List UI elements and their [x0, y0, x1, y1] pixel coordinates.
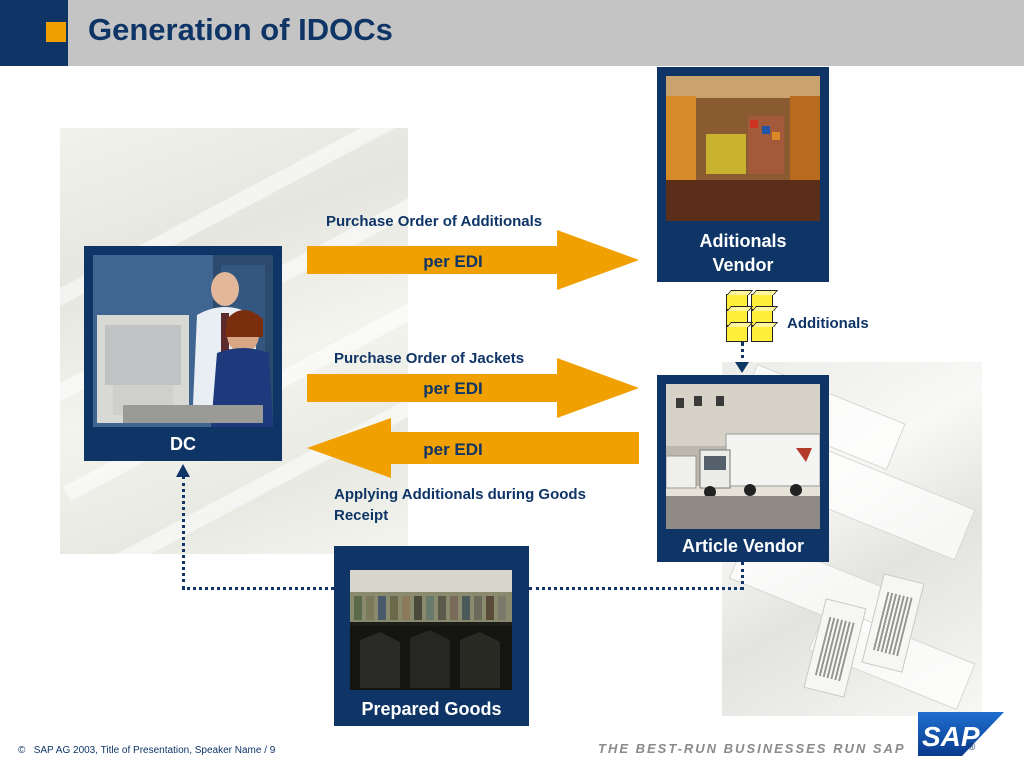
connector-article-vendor-down — [741, 562, 744, 590]
additionals-vendor-panel: Aditionals Vendor — [657, 67, 829, 282]
arrowhead-down-icon — [735, 362, 749, 373]
per-edi-label-2: per EDI — [423, 379, 483, 398]
prepared-goods-label: Prepared Goods — [361, 699, 502, 719]
slide-title: Generation of IDOCs — [88, 12, 393, 47]
connector-up-to-dc — [182, 476, 185, 589]
edi-arrow-right-additionals — [307, 230, 639, 290]
footer-copyright: © SAP AG 2003, Title of Presentation, Sp… — [18, 745, 275, 756]
clothing-rack-photo — [350, 570, 512, 690]
per-edi-label-1: per EDI — [423, 252, 483, 271]
additionals-vendor-label-line2: Vendor — [712, 255, 774, 275]
article-vendor-label: Article Vendor — [681, 536, 805, 556]
footer-slogan: THE BEST-RUN BUSINESSES RUN SAP — [598, 741, 906, 756]
additionals-label: Additionals — [787, 315, 869, 332]
sap-logo-icon: SAP — [918, 712, 1004, 756]
truck-interior-photo — [666, 76, 820, 221]
edi-arrow-right-jackets — [307, 358, 639, 418]
arrowhead-up-icon — [176, 464, 190, 477]
connector-to-prepared-goods-right — [529, 587, 743, 590]
edi-arrow-left-goods-receipt — [307, 418, 639, 478]
po-jackets-caption: Purchase Order of Jackets — [334, 350, 525, 367]
truck-depot-photo — [666, 384, 820, 529]
applying-additionals-caption-line1: Applying Additionals during Goods — [334, 486, 586, 503]
per-edi-label-3: per EDI — [423, 440, 483, 459]
registered-mark: ® — [968, 742, 976, 753]
po-additionals-caption: Purchase Order of Additionals — [326, 213, 543, 230]
applying-additionals-caption-line2: Receipt — [334, 507, 389, 524]
title-bar: Generation of IDOCs — [0, 0, 1024, 66]
title-bullet-square — [46, 22, 66, 42]
footer-text: SAP AG 2003, Title of Presentation, Spea… — [33, 745, 276, 756]
article-vendor-panel: Article Vendor — [657, 375, 829, 562]
prepared-goods-panel: Prepared Goods — [334, 546, 529, 726]
copyright-symbol: © — [18, 745, 26, 756]
additionals-vendor-label-line1: Aditionals — [699, 231, 787, 251]
connector-prepared-goods-left — [182, 587, 334, 590]
connector-cubes-to-article-vendor — [741, 342, 744, 366]
sap-logo-text: SAP — [922, 721, 980, 752]
dc-panel: DC — [84, 246, 282, 461]
dc-label: DC — [170, 434, 196, 454]
office-workers-photo — [93, 255, 273, 427]
